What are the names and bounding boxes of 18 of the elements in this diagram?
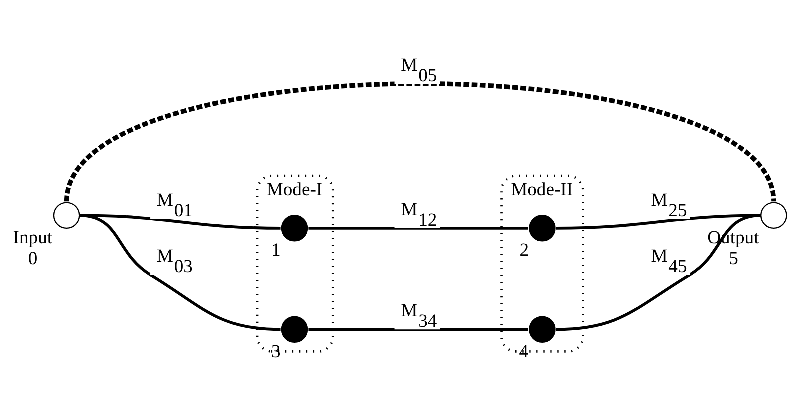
connector <box>79 214 281 332</box>
connector <box>556 214 762 332</box>
connector <box>556 214 762 230</box>
connector <box>80 214 281 230</box>
node-label: 5 <box>729 248 738 270</box>
connector <box>64 82 776 203</box>
node-circle <box>53 202 80 230</box>
node-label: 2 <box>520 240 530 262</box>
node-circle <box>281 316 308 343</box>
node-circle <box>529 215 556 242</box>
node-label: 1 <box>271 240 281 262</box>
connector <box>308 226 529 230</box>
node-label: 0 <box>28 248 38 270</box>
connector <box>308 328 529 332</box>
node-label: Input <box>13 227 53 248</box>
node-circle <box>760 202 788 230</box>
node-circle <box>281 215 308 242</box>
node-circle <box>529 316 556 343</box>
